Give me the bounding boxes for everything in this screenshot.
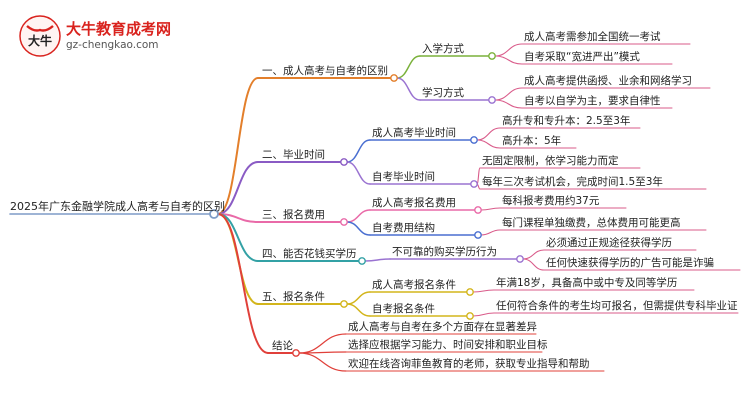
root-label: 2025年广东金融学院成人高考与自考的区别: [10, 199, 225, 213]
leaf-connector-4-0-0: [472, 289, 495, 293]
brand-logo: 大牛 大牛教育成考网 gz-chengkao.com: [18, 14, 218, 58]
child-dot-4-1: [466, 312, 474, 320]
leaf-connector-0-1-1: [494, 99, 523, 109]
mind-map-underlines: [9, 43, 741, 372]
leaf-label-2-1-0: 每门课程单独缴费，总体费用可能更高: [502, 216, 681, 229]
leaf-connector-0-1-0: [494, 87, 523, 101]
child-label-1-0: 成人高考毕业时间: [372, 126, 456, 139]
branch-connector-5: [217, 213, 269, 354]
child-dot-2-1: [474, 231, 482, 239]
branch-connector-1: [217, 161, 259, 215]
leaf-connector-1-0-0: [476, 127, 501, 141]
child-connector-3-0: [364, 258, 391, 262]
branch-connector-0: [217, 77, 259, 215]
leaf-label-1-1-0: 无固定限制，依学习能力而定: [482, 154, 619, 167]
child-label-0-0: 入学方式: [422, 42, 464, 55]
leaf-connector-2-0-0: [480, 207, 501, 211]
child-dot-4-0: [466, 288, 474, 296]
branch-label-5: 结论: [272, 339, 293, 352]
mind-map-node-dots: [209, 52, 524, 357]
branch-dot-4: [340, 300, 348, 308]
leaf-label-0-0-0: 成人高考需参加全国统一考试: [524, 30, 661, 43]
branch-label-4: 五、报名条件: [262, 290, 325, 303]
branch-label-3: 四、能否花钱买学历: [262, 247, 357, 260]
child-dot-0-0: [488, 52, 496, 60]
leaf-connector-0-0-1: [494, 55, 523, 65]
leaf-label-0-0-1: 自考采取“宽进严出”模式: [524, 50, 640, 63]
leaf-label-0-1-0: 成人高考提供函授、业余和网络学习: [524, 74, 692, 87]
leaf-label-3-0-1: 任何快速获得学历的广告可能是诈骗: [546, 256, 714, 269]
bull-logo-icon: 大牛: [19, 15, 61, 57]
leaf-connector-5-0: [298, 333, 347, 354]
child-label-2-0: 成人高考报名费用: [372, 196, 456, 209]
mind-map-labels: 2025年广东金融学院成人高考与自考的区别一、成人高考与自考的区别入学方式成人高…: [10, 30, 738, 370]
branch-dot-3: [358, 257, 366, 265]
child-dot-1-1: [470, 180, 478, 188]
branch-dot-1: [340, 158, 348, 166]
leaf-label-5-0: 成人高考与自考在多个方面存在显著差异: [348, 320, 537, 333]
leaf-label-5-1: 选择应根据学习能力、时间安排和职业目标: [348, 338, 548, 351]
branch-dot-5: [292, 349, 300, 357]
leaf-label-3-0-0: 必须通过正规途径获得学历: [546, 236, 672, 249]
leaf-connector-5-2: [298, 352, 347, 372]
leaf-connector-0-0-0: [494, 43, 523, 57]
leaf-label-4-1-0: 任何符合条件的考生均可报名，但需提供专科毕业证: [496, 299, 738, 312]
leaf-label-4-0-0: 年满18岁，具备高中或中专及同等学历: [496, 276, 677, 289]
leaf-label-1-1-1: 每年三次考试机会，完成时间1.5至3年: [482, 175, 663, 188]
child-connector-2-0: [346, 209, 371, 223]
leaf-connector-1-0-1: [476, 139, 501, 149]
root-dot: [209, 209, 219, 219]
leaf-connector-3-0-0: [522, 249, 545, 260]
child-connector-2-1: [346, 221, 371, 236]
leaf-label-0-1-1: 自考以自学为主，要求自律性: [524, 94, 661, 107]
branch-label-1: 二、毕业时间: [262, 148, 325, 161]
child-connector-4-1: [346, 303, 371, 317]
logo-glyph: 大牛: [28, 33, 52, 48]
leaf-connector-1-1-0: [476, 167, 481, 185]
leaf-label-5-2: 欢迎在线咨询菲鱼教育的老师，获取专业指导和帮助: [348, 357, 590, 370]
branch-label-0: 一、成人高考与自考的区别: [262, 64, 388, 77]
leaf-label-2-0-0: 每科报考费用约37元: [502, 194, 600, 207]
branch-label-2: 三、报名费用: [262, 208, 325, 221]
child-dot-3-0: [516, 255, 524, 263]
child-connector-0-1: [396, 77, 421, 101]
child-dot-1-0: [470, 136, 478, 144]
leaf-connector-4-1-0: [472, 312, 495, 317]
child-label-0-1: 学习方式: [422, 86, 464, 99]
child-connector-0-0: [396, 55, 421, 79]
child-connector-4-0: [346, 291, 371, 305]
child-connector-1-1: [346, 161, 371, 185]
branch-dot-2: [340, 218, 348, 226]
child-dot-2-0: [474, 206, 482, 214]
branch-dot-0: [390, 74, 398, 82]
child-label-4-1: 自考报名条件: [372, 302, 435, 315]
child-label-2-1: 自考费用结构: [372, 221, 435, 234]
child-dot-0-1: [488, 96, 496, 104]
leaf-label-1-0-1: 高升本：5年: [502, 134, 561, 147]
child-label-1-1: 自考毕业时间: [372, 170, 435, 183]
child-label-3-0: 不可靠的购买学历行为: [392, 245, 497, 258]
brand-name: 大牛教育成考网: [66, 20, 172, 38]
leaf-label-1-0-0: 高升专和专升本：2.5至3年: [502, 114, 630, 127]
child-connector-1-0: [346, 139, 371, 163]
child-label-4-0: 成人高考报名条件: [372, 278, 456, 291]
leaf-connector-2-1-0: [480, 229, 501, 236]
leaf-connector-3-0-1: [522, 258, 545, 271]
brand-domain: gz-chengkao.com: [66, 39, 159, 51]
